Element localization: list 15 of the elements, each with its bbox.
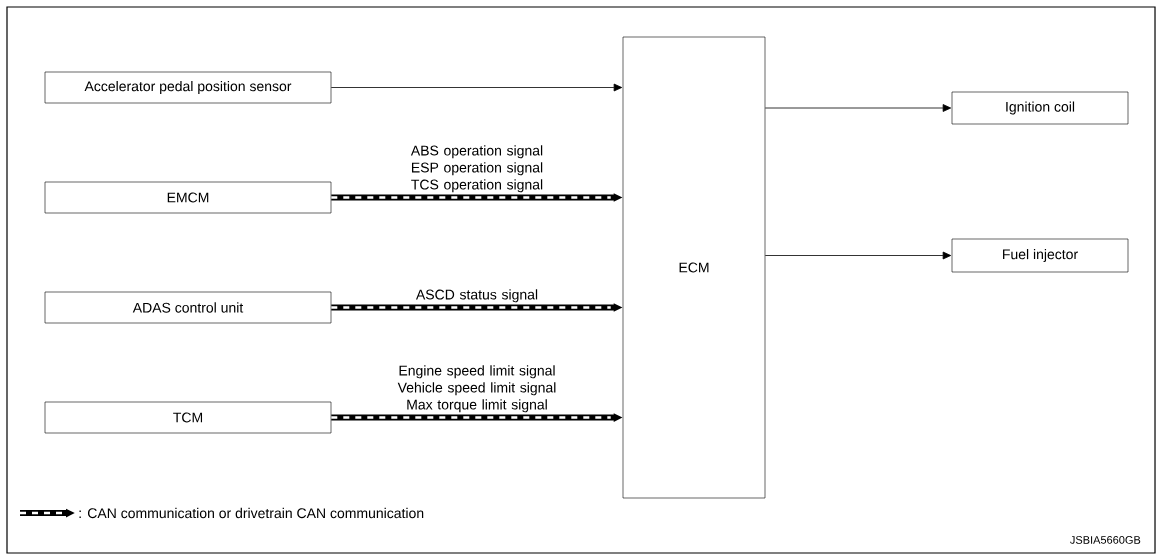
edge-label: Engine speed limit signal Vehicle speed limit signal Max torque limit signal (397, 365, 556, 413)
arrow (330, 83, 623, 92)
unit-box: Ignition coil (951, 91, 1129, 125)
unit-box: EMCM (44, 181, 332, 214)
arrow (764, 104, 952, 112)
arrow (764, 251, 952, 260)
figure-code: JSBIA5660GB (1070, 536, 1141, 544)
unit-box: TCM (44, 401, 332, 434)
unit-box: Fuel injector (951, 238, 1129, 273)
unit-box: Accelerator pedal position sensor (44, 71, 332, 104)
legend-text: : CAN communication or drivetrain CAN communication (79, 507, 424, 519)
ecm-box: ECM (622, 36, 766, 499)
unit-box: ADAS control unit (44, 291, 332, 324)
edge-label: ABS operation signal ESP operation signal TCS operation signal (410, 145, 543, 193)
edge-label: ASCD status signal (415, 289, 538, 303)
